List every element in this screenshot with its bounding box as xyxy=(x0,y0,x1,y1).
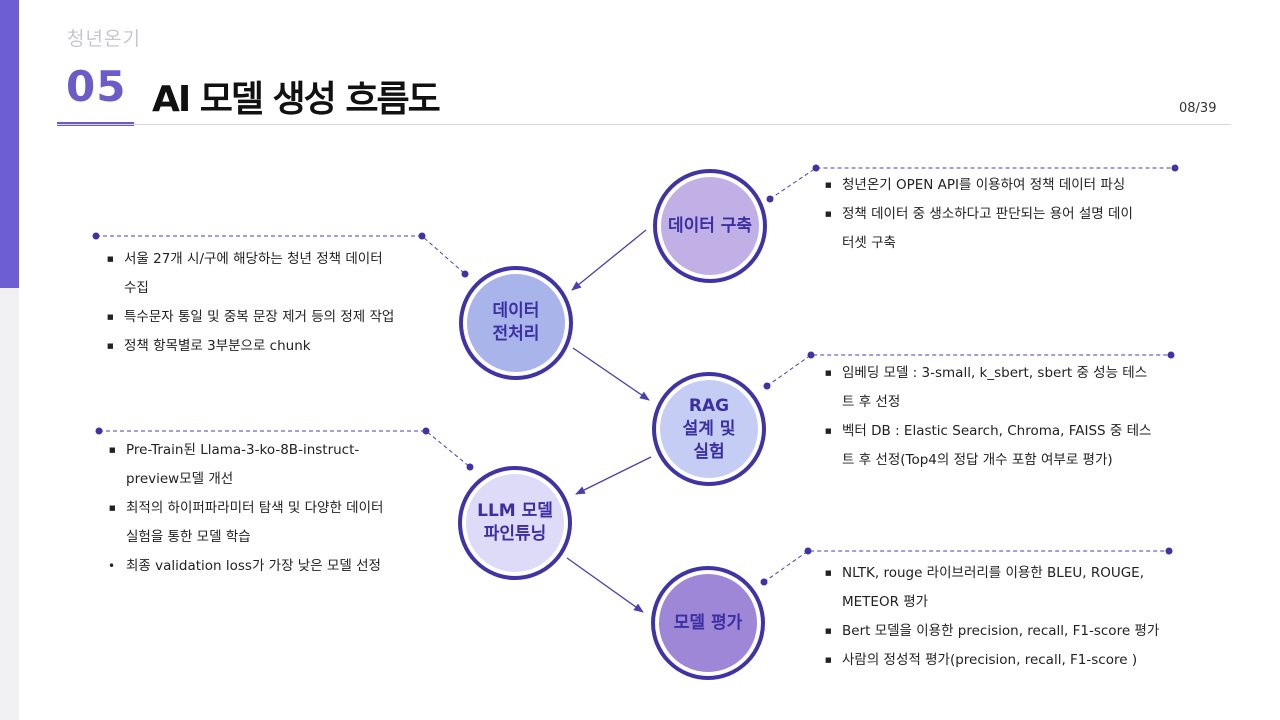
node-rag-label: RAG 설계 및 실험 xyxy=(682,395,736,462)
section-number: 05 xyxy=(66,62,127,111)
connector-dot xyxy=(461,270,469,278)
flow-arrow-rag-to-llm xyxy=(575,456,652,495)
node-eval: 모델 평가 xyxy=(651,566,765,680)
flow-arrow-build-to-preprocess xyxy=(571,229,647,291)
connector-dot xyxy=(466,463,474,471)
connector-dot xyxy=(1165,547,1173,555)
bullet-item: 최적의 하이퍼파라미터 탐색 및 다양한 데이터 실험을 통한 모델 학습 xyxy=(108,494,448,552)
node-preprocess-fill: 데이터 전처리 xyxy=(467,274,565,372)
brand-label: 청년온기 xyxy=(67,28,141,50)
connector-dot xyxy=(92,232,100,240)
connector-dot xyxy=(763,382,771,390)
connector-dot xyxy=(95,427,103,435)
flow-arrow-llm-to-eval xyxy=(566,557,644,613)
bullet-item: 청년온기 OPEN API를 이용하여 정책 데이터 파싱 xyxy=(824,171,1204,200)
node-rag: RAG 설계 및 실험 xyxy=(652,372,766,486)
bullet-item: Pre-Train된 Llama-3-ko-8B-instruct- previ… xyxy=(108,436,448,494)
desc-eval: NLTK, rouge 라이브러리를 이용한 BLEU, ROUGE, METE… xyxy=(824,559,1224,675)
bullet-item: 벡터 DB : Elastic Search, Chroma, FAISS 중 … xyxy=(824,417,1214,475)
bullet-item: 특수문자 통일 및 중복 문장 제거 등의 정제 작업 xyxy=(106,303,446,332)
connector-eval xyxy=(763,550,1169,583)
node-eval-fill: 모델 평가 xyxy=(659,574,757,672)
connector-dot xyxy=(422,427,430,435)
node-preprocess: 데이터 전처리 xyxy=(459,266,573,380)
connector-dot xyxy=(812,164,820,172)
page-number: 08/39 xyxy=(1179,101,1217,116)
page-title: AI 모델 생성 흐름도 xyxy=(152,79,441,120)
connector-dot xyxy=(1167,351,1175,359)
connector-rag xyxy=(766,354,1171,387)
bullet-item: 임베딩 모델 : 3-small, k_sbert, sbert 중 성능 테스… xyxy=(824,359,1214,417)
connector-dot xyxy=(1171,164,1179,172)
node-eval-label: 모델 평가 xyxy=(673,612,743,633)
flow-arrow-preprocess-to-rag xyxy=(572,347,650,401)
node-data-build: 데이터 구축 xyxy=(653,169,767,283)
connector-llm xyxy=(99,430,471,468)
node-llm-fill: LLM 모델 파인튜닝 xyxy=(466,474,564,572)
connector-dot xyxy=(766,195,774,203)
bullet-item: 사람의 정성적 평가(precision, recall, F1-score ) xyxy=(824,646,1224,675)
node-data-build-label: 데이터 구축 xyxy=(667,215,753,236)
connector-dot xyxy=(807,351,815,359)
node-rag-fill: RAG 설계 및 실험 xyxy=(660,380,758,478)
bullet-item: NLTK, rouge 라이브러리를 이용한 BLEU, ROUGE, METE… xyxy=(824,559,1224,617)
header-divider xyxy=(57,124,1231,125)
bullet-item: 최종 validation loss가 가장 낮은 모델 선정 xyxy=(108,552,448,581)
connector-dot xyxy=(418,232,426,240)
connector-data-build xyxy=(769,167,1175,200)
desc-rag: 임베딩 모델 : 3-small, k_sbert, sbert 중 성능 테스… xyxy=(824,359,1214,475)
node-llm: LLM 모델 파인튜닝 xyxy=(458,466,572,580)
connector-dot xyxy=(804,547,812,555)
desc-llm: Pre-Train된 Llama-3-ko-8B-instruct- previ… xyxy=(108,436,448,581)
accent-bar xyxy=(0,0,19,288)
connector-dot xyxy=(760,578,768,586)
bullet-item: 정책 데이터 중 생소하다고 판단되는 용어 설명 데이 터셋 구축 xyxy=(824,200,1204,258)
bullet-item: 서울 27개 시/구에 해당하는 청년 정책 데이터 수집 xyxy=(106,245,446,303)
desc-data-build: 청년온기 OPEN API를 이용하여 정책 데이터 파싱 정책 데이터 중 생… xyxy=(824,171,1204,258)
bullet-item: 정책 항목별로 3부분으로 chunk xyxy=(106,332,446,361)
node-llm-label: LLM 모델 파인튜닝 xyxy=(477,501,553,544)
bullet-item: Bert 모델을 이용한 precision, recall, F1-score… xyxy=(824,617,1224,646)
node-preprocess-label: 데이터 전처리 xyxy=(492,301,540,344)
node-data-build-fill: 데이터 구축 xyxy=(661,177,759,275)
desc-preprocess: 서울 27개 시/구에 해당하는 청년 정책 데이터 수집 특수문자 통일 및 … xyxy=(106,245,446,361)
